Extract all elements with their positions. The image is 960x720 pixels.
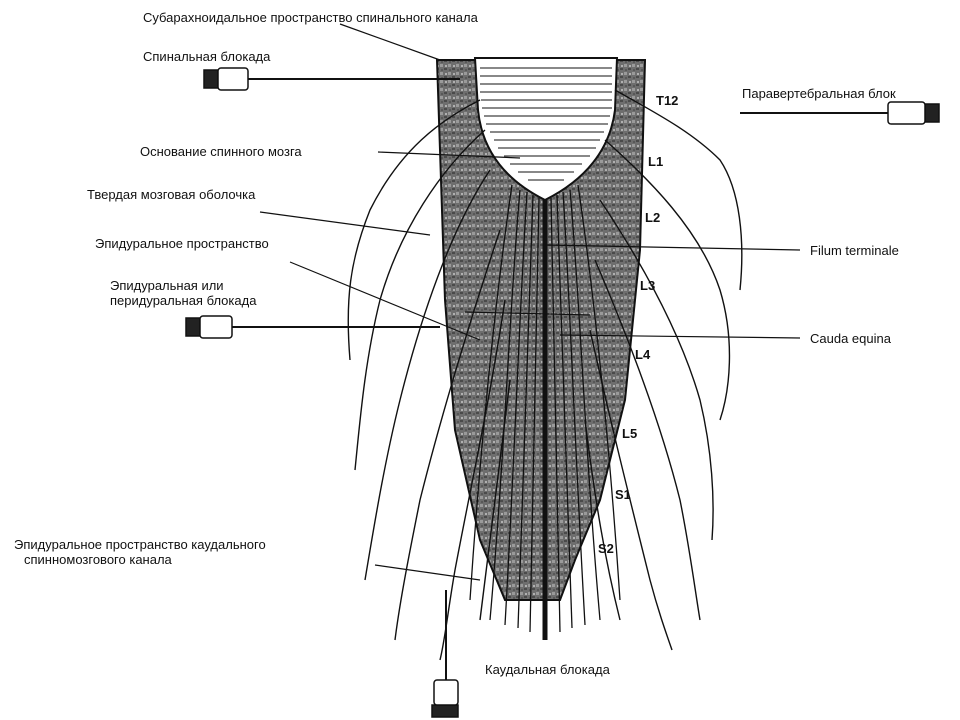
label-epidural-block-line2: перидуральная блокада xyxy=(110,293,257,308)
cord-hatching xyxy=(480,67,612,181)
label-dura: Твердая мозговая оболочка xyxy=(87,187,256,202)
label-cauda-equina: Cauda equina xyxy=(810,331,891,346)
label-subarachnoid: Субарахноидальное пространство спинально… xyxy=(143,10,478,25)
syringe-epidural xyxy=(185,315,440,339)
label-filum-terminale: Filum terminale xyxy=(810,243,899,258)
segment-s1: S1 xyxy=(615,487,631,502)
segment-s2: S2 xyxy=(598,541,614,556)
label-caudal-block: Каудальная блокада xyxy=(485,662,610,677)
segment-t12: T12 xyxy=(656,93,679,108)
label-spinal-block: Спинальная блокада xyxy=(143,49,271,64)
label-epidural-space: Эпидуральное пространство xyxy=(95,236,269,251)
label-caudal-space-line2: спинномозгового канала xyxy=(24,552,172,567)
syringe-caudal xyxy=(431,590,459,718)
segment-l3: L3 xyxy=(640,278,656,293)
syringe-paravertebral xyxy=(740,101,940,125)
segment-l1: L1 xyxy=(648,154,664,169)
cauda-equina-fibers xyxy=(469,184,621,633)
label-caudal-space-line1: Эпидуральное пространство каудального xyxy=(14,537,266,552)
segment-l2: L2 xyxy=(645,210,661,225)
label-conus: Основание спинного мозга xyxy=(140,144,302,159)
right-nerves xyxy=(584,89,743,651)
leader-lines xyxy=(259,23,801,581)
label-epidural-block-line1: Эпидуральная или xyxy=(110,278,224,293)
segment-l4: L4 xyxy=(635,347,651,362)
syringe-spinal xyxy=(203,67,460,91)
label-paravertebral-block: Паравертебральная блок xyxy=(742,86,896,101)
left-nerves xyxy=(347,99,511,661)
segment-l5: L5 xyxy=(622,426,638,441)
dural-sac xyxy=(435,59,647,601)
